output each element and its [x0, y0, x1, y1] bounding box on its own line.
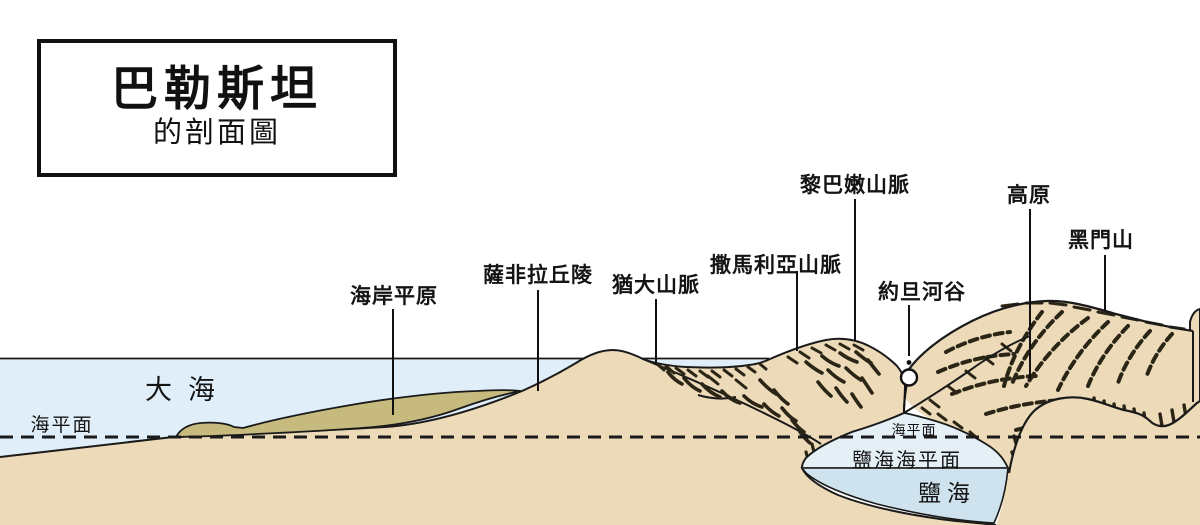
label-lebanon-mountains: 黎巴嫩山脈 — [800, 173, 910, 197]
label-salt-sea-level: 鹽海海平面 — [852, 450, 962, 472]
label-samaria-mountains: 撒馬利亞山脈 — [710, 253, 842, 277]
samaria-contour-line — [697, 394, 737, 400]
jordan-valley-dot — [906, 360, 912, 365]
main-landmass-shape — [0, 338, 996, 525]
leader-lines — [392, 199, 1106, 415]
title-box: 巴勒斯坦 的剖面圖 — [37, 39, 397, 177]
label-the-sea: 大海 — [145, 375, 231, 405]
label-salt-sea: 鹽海 — [918, 481, 976, 506]
label-mount-hermon: 黑門山 — [1068, 228, 1134, 252]
leader-jordan-valley-lower — [903, 385, 908, 413]
label-sea-level-small: 海平面 — [891, 424, 937, 439]
label-plateau: 高原 — [1007, 183, 1051, 207]
label-judean-mountains: 猶大山脈 — [612, 273, 700, 297]
diagram-title: 巴勒斯坦 — [111, 63, 323, 116]
rift-east-slope-line — [903, 335, 1031, 414]
jordan-valley-marker — [899, 368, 919, 387]
coastal-plain-shape — [174, 389, 522, 438]
plateau-mountain-outline — [904, 299, 1194, 376]
label-coastal-plain: 海岸平原 — [350, 284, 438, 308]
east-ridge-shape — [1000, 397, 1200, 525]
diagram-subtitle: 的剖面圖 — [152, 117, 281, 150]
label-shephelah-hills: 薩非拉丘陵 — [483, 263, 593, 287]
dead-sea-shape — [800, 467, 1009, 524]
label-jordan-valley: 約旦河谷 — [878, 280, 966, 304]
east-ridge-outline — [1007, 396, 1200, 474]
label-sea-level: 海平面 — [30, 415, 94, 436]
